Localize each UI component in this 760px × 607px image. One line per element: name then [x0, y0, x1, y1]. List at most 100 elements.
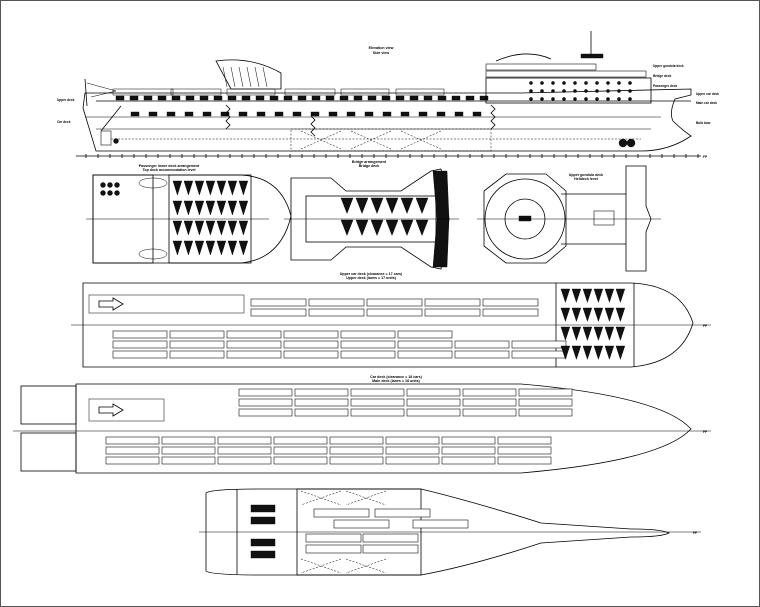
- porthole: [584, 81, 588, 85]
- table-icon: [114, 190, 120, 196]
- car-lane: [482, 308, 539, 317]
- car-lane: [366, 308, 423, 317]
- car-icon: [269, 95, 279, 101]
- car-lane: [406, 398, 461, 407]
- car-lane: [250, 308, 307, 317]
- car-lane: [161, 456, 216, 465]
- fwd-window-band: [485, 70, 647, 78]
- table-icon: [107, 182, 113, 188]
- car-lane: [169, 350, 225, 359]
- passenger-deck-title: Passenger lower deck arrangement: [139, 164, 200, 168]
- porthole: [529, 97, 533, 101]
- fwd-portholes: [529, 81, 632, 101]
- car-lane: [350, 398, 405, 407]
- stair-well: [593, 210, 615, 226]
- berth-icon: [582, 326, 593, 341]
- car-icon: [202, 111, 212, 117]
- car-lane: [105, 436, 160, 445]
- callout-upper-car-deck: Upper car deck: [696, 92, 719, 96]
- car-lane: [294, 388, 349, 397]
- direction-arrow-icon: [98, 403, 124, 417]
- berth-icon: [571, 307, 582, 322]
- callout-passenger-deck: Passenger deck: [653, 84, 678, 88]
- propeller: [113, 138, 119, 144]
- car-lane: [397, 350, 453, 359]
- car-lane: [340, 340, 396, 349]
- porthole: [628, 97, 632, 101]
- porthole: [573, 97, 577, 101]
- car-icon: [325, 95, 335, 101]
- zigzag-door: [225, 104, 231, 130]
- car-icon: [310, 111, 320, 117]
- car-icon: [297, 95, 307, 101]
- porthole: [573, 89, 577, 93]
- berth-icon: [385, 197, 399, 214]
- aft-gondola: [215, 59, 282, 90]
- berth-icon: [582, 345, 593, 360]
- upper-deck-truck: [226, 88, 276, 96]
- upper-car-deck-outline: [82, 282, 694, 368]
- car-icon: [339, 95, 349, 101]
- car-lane: [238, 408, 293, 417]
- porthole: [595, 97, 599, 101]
- car-icon: [437, 95, 447, 101]
- berth-icon: [205, 180, 216, 196]
- table-icon: [100, 182, 106, 188]
- porthole: [551, 97, 555, 101]
- berth-icon: [238, 200, 249, 216]
- stern-mast: [84, 78, 88, 107]
- berth-icon: [216, 200, 227, 216]
- helideck-octagon: [483, 173, 567, 264]
- berth-icon: [593, 307, 604, 322]
- upper-deck-truck: [170, 88, 222, 96]
- porthole: [617, 97, 621, 101]
- tank-rect: [333, 519, 390, 529]
- car-icon: [400, 111, 410, 117]
- car-lane: [161, 436, 216, 445]
- car-lane: [161, 446, 216, 455]
- gondola-window: [254, 66, 260, 88]
- callout-bridge-deck: Bridge deck: [653, 74, 671, 78]
- berth-icon: [593, 345, 604, 360]
- car-icon: [283, 95, 293, 101]
- car-icon: [238, 111, 248, 117]
- porthole: [551, 89, 555, 93]
- berth-icon: [238, 240, 249, 256]
- tank-rect: [412, 519, 469, 529]
- passenger-deck-plan: Passenger lower deck arrangement Top dec…: [86, 164, 292, 264]
- helideck-plan: Upper gondola deck Helideck level: [477, 165, 661, 272]
- upper-deck-truck: [340, 88, 390, 96]
- berth-icon: [571, 345, 582, 360]
- fwd-upper-deck-band: [485, 63, 597, 71]
- car-lane: [238, 398, 293, 407]
- car-icon: [130, 111, 140, 117]
- car-icon: [220, 111, 230, 117]
- berth-icon: [355, 219, 369, 236]
- profile-hull-outline: [82, 88, 692, 152]
- porthole: [606, 89, 610, 93]
- car-icon: [148, 111, 158, 117]
- berth-icon: [238, 220, 249, 236]
- engine-icon: [250, 538, 276, 547]
- table-icon: [107, 190, 113, 196]
- ramp-lane: [88, 398, 165, 422]
- car-icon: [241, 95, 251, 101]
- profile-fp-marker: FP: [703, 155, 708, 159]
- upper-deck-truck: [112, 88, 174, 96]
- gondola-window: [238, 66, 244, 88]
- car-icon: [436, 111, 446, 117]
- car-lane: [329, 456, 384, 465]
- porthole: [529, 81, 533, 85]
- car-lane: [105, 446, 160, 455]
- car-icon: [472, 111, 482, 117]
- car-lane: [226, 340, 282, 349]
- car-lane: [283, 340, 339, 349]
- berth-icon: [415, 197, 429, 214]
- aft-gondola-windows: [222, 66, 268, 88]
- main-engines: [250, 504, 276, 559]
- berth-icon: [604, 288, 615, 303]
- car-lane: [294, 398, 349, 407]
- car-lane: [511, 340, 567, 349]
- direction-arrow-icon: [98, 297, 124, 311]
- radar-platform: [580, 53, 604, 59]
